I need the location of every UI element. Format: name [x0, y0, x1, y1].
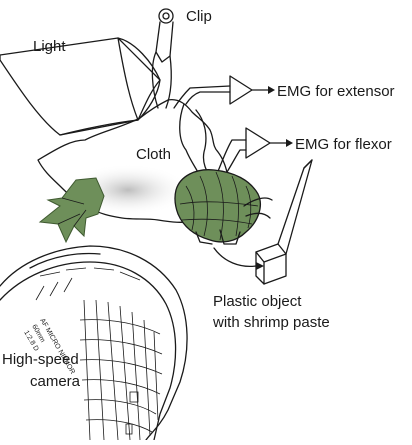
shrimp-leg-lines	[57, 197, 87, 227]
shrimp-appendage	[245, 212, 271, 219]
shrimp-claw-2	[195, 231, 213, 245]
emg-flexor-amplifier	[245, 127, 271, 159]
plastic-object-label-1: Plastic object	[213, 293, 302, 310]
emg-extensor-amplifier	[229, 75, 253, 105]
emg-flexor-arrow	[286, 139, 293, 147]
wire-to-shrimp-2	[195, 109, 213, 179]
clip-label: Clip	[186, 8, 212, 25]
shrimp-appendage-2	[243, 197, 273, 207]
wire-extensor-2	[173, 85, 231, 109]
light-label: Light	[33, 38, 66, 55]
emg-extensor-arrow	[268, 86, 275, 94]
wire-to-shrimp-1	[179, 103, 201, 177]
plastic-object-label-2: with shrimp paste	[212, 314, 330, 331]
camera-label-2: camera	[30, 373, 81, 390]
shrimp-claw	[219, 229, 241, 245]
clip	[151, 8, 174, 109]
lens-window	[129, 391, 139, 403]
high-speed-camera-lens: AF MICRO NIKKOR 60mm 1:2.8 D	[0, 245, 188, 441]
arrow-to-object-head	[256, 262, 264, 270]
shrimp-legs	[38, 177, 105, 244]
cloth-label: Cloth	[136, 146, 171, 163]
lens-window-2	[125, 423, 133, 435]
light-rim	[117, 37, 161, 121]
light-edge	[59, 119, 139, 136]
camera-label-1: High-speed	[2, 351, 79, 368]
emg-extensor-label: EMG for extensor	[277, 83, 395, 100]
arrow-to-object	[213, 247, 257, 268]
wire-extensor	[185, 91, 231, 105]
shrimp-body	[174, 169, 273, 245]
emg-flexor-label: EMG for flexor	[295, 136, 392, 153]
plastic-object	[255, 159, 313, 285]
